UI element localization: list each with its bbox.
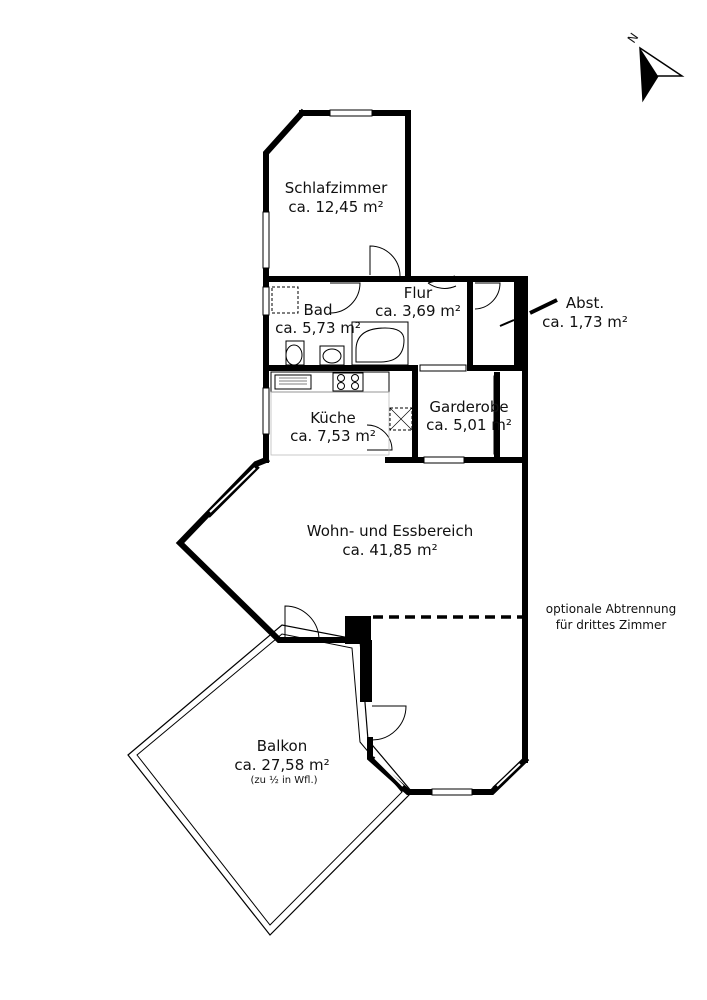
- room-label-schlafzimmer: Schlafzimmer ca. 12,45 m²: [285, 179, 388, 216]
- room-label-wohnen: Wohn- und Essbereich ca. 41,85 m²: [307, 522, 473, 559]
- room-area: ca. 5,73 m²: [275, 319, 361, 337]
- svg-text:für drittes Zimmer: für drittes Zimmer: [556, 618, 667, 632]
- room-label-garderobe: Garderobe ca. 5,01 m²: [426, 398, 512, 434]
- room-area: ca. 7,53 m²: [290, 427, 376, 445]
- outer-walls: [175, 108, 558, 795]
- room-area: ca. 41,85 m²: [342, 541, 437, 559]
- doors: [284, 245, 501, 741]
- room-note: (zu ½ in Wfl.): [250, 774, 317, 786]
- room-label-flur: Flur ca. 3,69 m²: [375, 284, 461, 320]
- room-name: Flur: [404, 284, 433, 302]
- room-area: ca. 12,45 m²: [288, 198, 383, 216]
- room-area: ca. 27,58 m²: [234, 756, 329, 774]
- room-name: Garderobe: [429, 398, 508, 416]
- room-label-balkon: Balkon ca. 27,58 m² (zu ½ in Wfl.): [234, 737, 329, 786]
- svg-text:optionale Abtrennung: optionale Abtrennung: [546, 602, 676, 616]
- fixtures: [270, 286, 413, 456]
- room-area: ca. 5,01 m²: [426, 416, 512, 434]
- room-name: Küche: [310, 409, 356, 427]
- room-label-abst: Abst. ca. 1,73 m²: [542, 294, 628, 331]
- compass-label: N: [625, 30, 642, 45]
- north-arrow-icon: N: [625, 30, 685, 103]
- room-name: Schlafzimmer: [285, 179, 388, 197]
- room-name: Abst.: [566, 294, 604, 312]
- room-name: Balkon: [257, 737, 308, 755]
- room-area: ca. 3,69 m²: [375, 302, 461, 320]
- room-label-kueche: Küche ca. 7,53 m²: [290, 409, 376, 445]
- windows: [206, 109, 525, 796]
- room-area: ca. 1,73 m²: [542, 313, 628, 331]
- annotation-optional-divider: optionale Abtrennung für drittes Zimmer: [546, 602, 676, 632]
- room-label-bad: Bad ca. 5,73 m²: [275, 301, 361, 337]
- room-name: Wohn- und Essbereich: [307, 522, 473, 540]
- room-name: Bad: [303, 301, 332, 319]
